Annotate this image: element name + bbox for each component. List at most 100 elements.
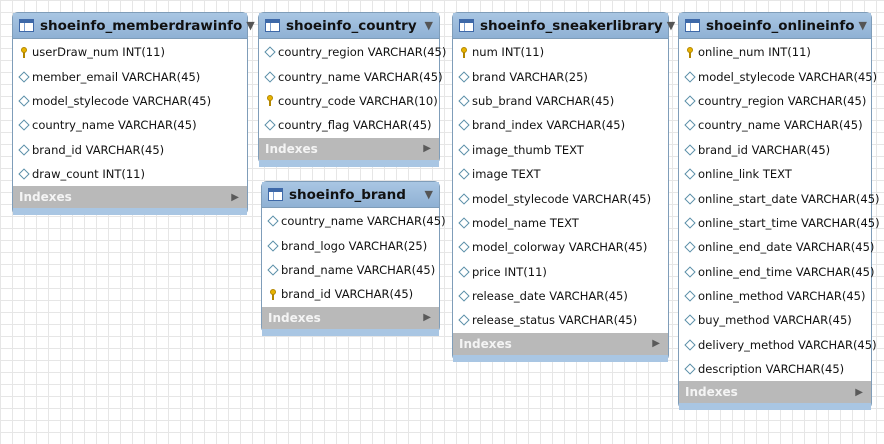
table-shoeinfo-brand[interactable]: shoeinfo_brand ▼ country_name VARCHAR(45… <box>261 181 446 336</box>
column-label: num INT(11) <box>472 45 545 60</box>
collapse-arrow-icon[interactable]: ▼ <box>858 19 867 32</box>
column-row[interactable]: model_name TEXT <box>453 211 668 235</box>
primary-key-icon <box>684 46 696 58</box>
column-row[interactable]: brand_name VARCHAR(45) <box>262 258 439 282</box>
indexes-section[interactable]: Indexes ▶ <box>262 306 439 329</box>
column-label: brand VARCHAR(25) <box>472 69 588 84</box>
expand-arrow-icon[interactable]: ▶ <box>652 338 660 350</box>
column-row[interactable]: country_name VARCHAR(45) <box>262 209 446 233</box>
collapse-arrow-icon[interactable]: ▼ <box>424 188 433 201</box>
column-diamond-icon <box>458 266 470 278</box>
column-diamond-icon <box>458 290 470 302</box>
indexes-section[interactable]: Indexes▶ <box>453 332 668 355</box>
column-row[interactable]: image_thumb TEXT <box>453 138 668 162</box>
column-row[interactable]: model_stylecode VARCHAR(45) <box>679 64 877 88</box>
table-header[interactable]: shoeinfo_country ▼ <box>259 13 439 39</box>
column-row[interactable]: brand VARCHAR(25) <box>453 64 668 88</box>
column-row[interactable]: country_code VARCHAR(10) <box>259 89 439 113</box>
column-diamond-icon <box>684 70 696 83</box>
column-row[interactable]: userDraw_num INT(11) <box>13 40 247 64</box>
column-row[interactable]: draw_count INT(11) <box>13 162 247 186</box>
column-label: country_region VARCHAR(45) <box>698 93 867 108</box>
column-label: online_link TEXT <box>698 167 792 182</box>
expand-arrow-icon[interactable]: ▶ <box>423 312 431 324</box>
column-row[interactable]: brand_id VARCHAR(45) <box>262 282 439 306</box>
table-footer <box>262 328 439 336</box>
column-row[interactable]: release_status VARCHAR(45) <box>453 308 668 332</box>
column-row[interactable]: release_date VARCHAR(45) <box>453 284 668 308</box>
column-row[interactable]: description VARCHAR(45) <box>679 357 871 381</box>
column-label: online_method VARCHAR(45) <box>698 289 866 304</box>
column-row[interactable]: online_end_date VARCHAR(45) <box>679 235 874 259</box>
primary-key-icon <box>267 288 279 300</box>
table-header[interactable]: shoeinfo_onlineinfo ▼ <box>679 13 871 39</box>
column-row[interactable]: country_region VARCHAR(45) <box>679 89 871 113</box>
column-row[interactable]: online_link TEXT <box>679 162 871 186</box>
column-row[interactable]: buy_method VARCHAR(45) <box>679 308 871 332</box>
expand-arrow-icon[interactable]: ▶ <box>423 143 431 155</box>
column-row[interactable]: brand_id VARCHAR(45) <box>13 138 247 162</box>
table-shoeinfo-sneakerlibrary[interactable]: shoeinfo_sneakerlibrary ▼ num INT(11) br… <box>452 12 675 362</box>
table-shoeinfo-onlineinfo[interactable]: shoeinfo_onlineinfo ▼ online_num INT(11)… <box>678 12 880 411</box>
column-row[interactable]: brand_id VARCHAR(45) <box>679 138 871 162</box>
column-row[interactable]: member_email VARCHAR(45) <box>13 64 247 88</box>
column-row[interactable]: brand_index VARCHAR(45) <box>453 113 668 137</box>
table-header[interactable]: shoeinfo_sneakerlibrary ▼ <box>453 13 675 39</box>
column-label: online_num INT(11) <box>698 45 811 60</box>
column-diamond-icon <box>684 95 696 107</box>
indexes-label: Indexes <box>268 310 321 325</box>
column-label: country_name VARCHAR(45) <box>32 118 197 133</box>
column-diamond-icon <box>684 339 696 351</box>
table-shoeinfo-memberdrawinfo[interactable]: shoeinfo_memberdrawinfo ▼ userDraw_num I… <box>12 12 255 216</box>
indexes-label: Indexes <box>685 385 738 400</box>
column-label: price INT(11) <box>472 264 547 279</box>
indexes-label: Indexes <box>265 141 318 156</box>
table-icon <box>19 19 34 32</box>
column-label: brand_index VARCHAR(45) <box>472 118 626 133</box>
column-row[interactable]: country_name VARCHAR(45) <box>679 113 871 137</box>
table-footer <box>679 403 871 411</box>
table-header[interactable]: shoeinfo_memberdrawinfo ▼ <box>13 13 255 39</box>
collapse-arrow-icon[interactable]: ▼ <box>424 19 433 32</box>
column-diamond-icon <box>458 192 470 205</box>
column-row[interactable]: num INT(11) <box>453 40 668 64</box>
collapse-arrow-icon[interactable]: ▼ <box>666 19 676 32</box>
column-row[interactable]: sub_brand VARCHAR(45) <box>453 89 668 113</box>
column-row[interactable]: image TEXT <box>453 162 668 186</box>
column-row[interactable]: online_num INT(11) <box>679 40 871 64</box>
column-row[interactable]: online_start_date VARCHAR(45) <box>679 186 880 210</box>
column-label: brand_name VARCHAR(45) <box>281 262 436 277</box>
table-header[interactable]: shoeinfo_brand ▼ <box>262 182 439 208</box>
column-label: brand_id VARCHAR(45) <box>281 287 414 302</box>
column-diamond-icon <box>264 46 276 58</box>
column-row[interactable]: delivery_method VARCHAR(45) <box>679 333 877 357</box>
expand-arrow-icon[interactable]: ▶ <box>855 386 863 398</box>
column-row[interactable]: price INT(11) <box>453 260 668 284</box>
column-row[interactable]: online_method VARCHAR(45) <box>679 284 871 308</box>
column-diamond-icon <box>684 119 696 132</box>
column-diamond-icon <box>18 70 30 83</box>
indexes-section[interactable]: Indexes ▶ <box>679 381 871 404</box>
column-row[interactable]: online_start_time VARCHAR(45) <box>679 211 880 235</box>
column-diamond-icon <box>264 70 276 83</box>
indexes-section[interactable]: Indexes ▶ <box>259 137 439 160</box>
expand-arrow-icon[interactable]: ▶ <box>231 191 239 203</box>
column-row[interactable]: country_name VARCHAR(45) <box>13 113 247 137</box>
column-label: country_flag VARCHAR(45) <box>278 118 432 133</box>
column-row[interactable]: model_colorway VARCHAR(45) <box>453 235 668 259</box>
column-row[interactable]: country_region VARCHAR(45) <box>259 40 446 64</box>
indexes-section[interactable]: Indexes▶ <box>13 186 247 209</box>
column-row[interactable]: model_stylecode VARCHAR(45) <box>13 89 247 113</box>
column-label: model_colorway VARCHAR(45) <box>472 240 648 255</box>
table-name: shoeinfo_country <box>286 17 417 34</box>
column-row[interactable]: model_stylecode VARCHAR(45) <box>453 186 668 210</box>
column-row[interactable]: country_name VARCHAR(45) <box>259 64 443 88</box>
column-diamond-icon <box>684 290 696 302</box>
column-row[interactable]: country_flag VARCHAR(45) <box>259 113 439 137</box>
column-label: brand_id VARCHAR(45) <box>32 142 165 157</box>
collapse-arrow-icon[interactable]: ▼ <box>246 19 255 32</box>
column-row[interactable]: brand_logo VARCHAR(25) <box>262 233 439 257</box>
table-shoeinfo-country[interactable]: shoeinfo_country ▼ country_region VARCHA… <box>258 12 446 167</box>
column-row[interactable]: online_end_time VARCHAR(45) <box>679 260 874 284</box>
column-label: country_name VARCHAR(45) <box>281 214 446 229</box>
